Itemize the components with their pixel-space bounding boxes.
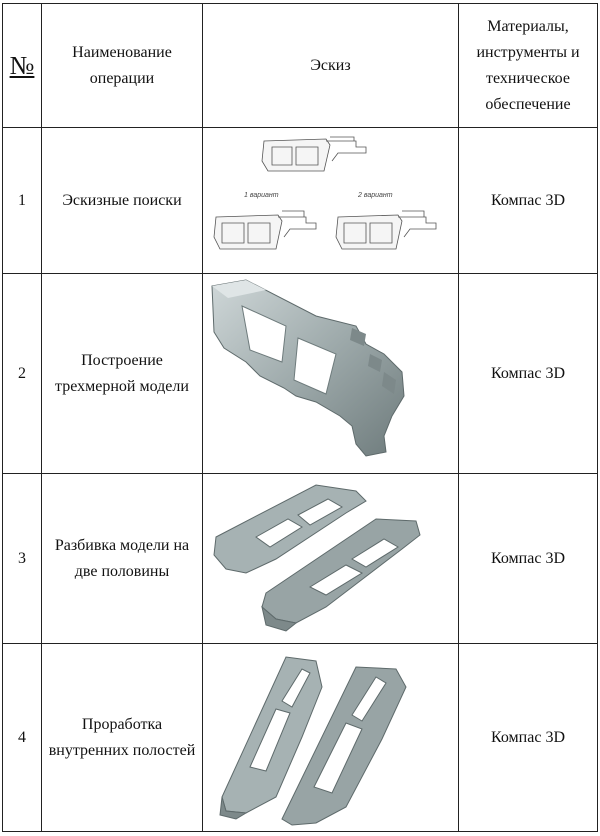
- table-row: 1 Эскизные поиски: [2, 127, 598, 274]
- operation-name: Разбивка модели на две половины: [41, 473, 203, 644]
- operation-name: Проработка внутренних полостей: [41, 643, 203, 832]
- operation-name: Эскизные поиски: [41, 127, 203, 274]
- materials-cell: Компас 3D: [458, 473, 598, 644]
- sketch-drawings-image: 1 вариант 2 вариант: [213, 136, 436, 249]
- materials-cell: Компас 3D: [458, 273, 598, 474]
- header-row: № Наименование операции Эскиз Материалы,…: [2, 3, 598, 128]
- internal-cavities-image: [218, 655, 407, 826]
- operations-table: № Наименование операции Эскиз Материалы,…: [2, 3, 598, 832]
- row-number: 2: [2, 273, 42, 474]
- header-materials: Материалы, инструменты и техническое обе…: [458, 3, 598, 128]
- table-row: 2 Построение трехмерной модели Компас 3D: [2, 273, 598, 474]
- row-number: 1: [2, 127, 42, 274]
- sketch-cell: [202, 273, 459, 474]
- materials-cell: Компас 3D: [458, 127, 598, 274]
- sketch-label-variant-1: 1 вариант: [244, 192, 279, 199]
- sketch-cell: [202, 473, 459, 644]
- header-sketch: Эскиз: [202, 3, 459, 128]
- header-number: №: [2, 3, 42, 128]
- sketch-cell: [202, 643, 459, 832]
- row-number: 3: [2, 473, 42, 644]
- model-halves-image: [212, 483, 421, 632]
- header-operation-name: Наименование операции: [41, 3, 203, 128]
- 3d-model-image: [210, 278, 405, 457]
- materials-cell: Компас 3D: [458, 643, 598, 832]
- sketch-cell: 1 вариант 2 вариант: [202, 127, 459, 274]
- sketch-label-variant-2: 2 вариант: [357, 192, 393, 199]
- row-number: 4: [2, 643, 42, 832]
- operation-name: Построение трехмерной модели: [41, 273, 203, 474]
- table-row: 4 Проработка внутренних полостей Компас …: [2, 643, 598, 832]
- table-row: 3 Разбивка модели на две половины Компас…: [2, 473, 598, 644]
